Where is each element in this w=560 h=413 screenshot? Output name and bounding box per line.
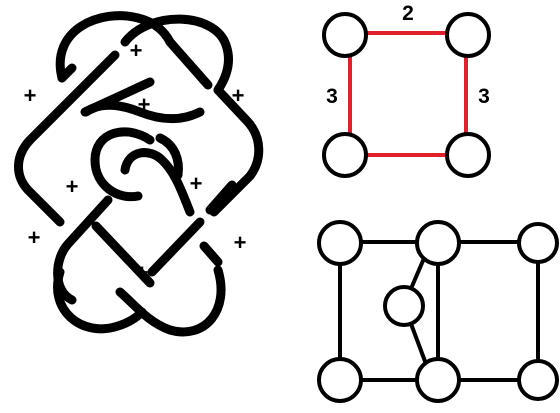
vertex bbox=[322, 12, 368, 58]
knot-center-right-arc bbox=[155, 133, 183, 180]
knot-bottom-right-tail bbox=[199, 241, 223, 267]
vertex bbox=[517, 222, 559, 264]
knot-top-diag-b bbox=[57, 63, 77, 83]
knot-center-loop bbox=[90, 127, 155, 202]
sign-plus: + bbox=[28, 225, 41, 250]
edge-label-top: 2 bbox=[402, 2, 414, 25]
knot-center-hook bbox=[120, 148, 195, 217]
vertex bbox=[415, 220, 461, 266]
vertex bbox=[317, 357, 363, 403]
planar-graph bbox=[317, 220, 559, 403]
knot-lower-right-strand bbox=[147, 180, 237, 277]
sign-plus: + bbox=[138, 92, 151, 117]
knot-lower-left-strand bbox=[53, 195, 113, 305]
sign-plus: + bbox=[66, 174, 79, 199]
square-graph-vertices bbox=[322, 12, 491, 178]
knot-lower-center-diag bbox=[91, 221, 155, 288]
vertex bbox=[517, 359, 559, 401]
vertex bbox=[383, 285, 425, 327]
sign-plus: + bbox=[24, 83, 37, 108]
planar-graph-vertices bbox=[317, 220, 559, 403]
sign-plus: + bbox=[234, 230, 247, 255]
sign-plus: + bbox=[232, 83, 245, 108]
vertex bbox=[415, 357, 461, 403]
knot-top-left-lobe bbox=[55, 11, 175, 83]
vertex bbox=[445, 132, 491, 178]
square-graph: 2 3 3 bbox=[322, 2, 491, 178]
square-graph-labels: 2 3 3 bbox=[326, 2, 490, 108]
sign-plus: + bbox=[136, 260, 149, 285]
knot-bottom-right-lobe bbox=[115, 265, 226, 337]
vertex bbox=[317, 220, 363, 266]
knot-bottom-left-lobe bbox=[53, 267, 147, 334]
edge-label-left: 3 bbox=[326, 85, 338, 108]
edge-label-right: 3 bbox=[478, 85, 490, 108]
sign-plus: + bbox=[190, 171, 203, 196]
square-graph-edges bbox=[348, 31, 468, 157]
knot-diagram bbox=[14, 11, 264, 337]
vertex bbox=[445, 12, 491, 58]
knot-signs: + + + + + + + + + bbox=[24, 38, 247, 285]
knot-top-diag-a bbox=[165, 37, 213, 90]
sign-plus: + bbox=[130, 38, 143, 63]
knot-upper-left-strand bbox=[14, 50, 120, 227]
knot-top-right-lobe bbox=[120, 14, 233, 95]
knot-s-curve bbox=[81, 100, 205, 124]
vertex bbox=[322, 132, 368, 178]
knot-right-outer-strand bbox=[209, 85, 264, 217]
